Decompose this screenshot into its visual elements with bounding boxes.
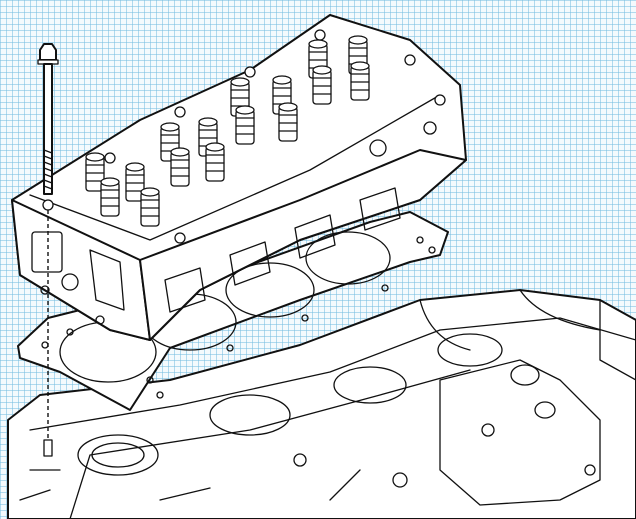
head-front-details (31, 231, 125, 325)
block-side-edge (69, 369, 471, 519)
block-details (19, 289, 636, 506)
valve-spring (140, 187, 160, 227)
head-top-ridge (29, 94, 441, 241)
valve-spring (235, 105, 255, 145)
head-bolt (37, 43, 59, 457)
head-bolt-bosses (42, 29, 446, 211)
bolt-hole-marker (43, 439, 53, 457)
valve-springs (85, 35, 370, 227)
head-side-ports (164, 121, 437, 313)
valve-spring (100, 177, 120, 217)
gasket-holes (41, 236, 436, 399)
head-front-face (11, 199, 151, 341)
block-bores (77, 333, 503, 476)
gasket-bore-3 (225, 262, 315, 318)
bolt-thread (43, 149, 53, 190)
valve-spring (85, 152, 105, 192)
bolt-shank (43, 63, 53, 195)
valve-spring (125, 162, 145, 202)
valve-spring (312, 65, 332, 105)
engine-block (7, 289, 636, 519)
bolt-head (39, 43, 57, 61)
valve-spring (350, 61, 370, 101)
gasket-bore-4 (305, 231, 391, 285)
cylinder-head (11, 14, 467, 341)
valve-spring (205, 142, 225, 182)
valve-spring (278, 102, 298, 142)
valve-spring (170, 147, 190, 187)
block-deck-edge (29, 317, 636, 431)
head-side-face (139, 149, 467, 341)
